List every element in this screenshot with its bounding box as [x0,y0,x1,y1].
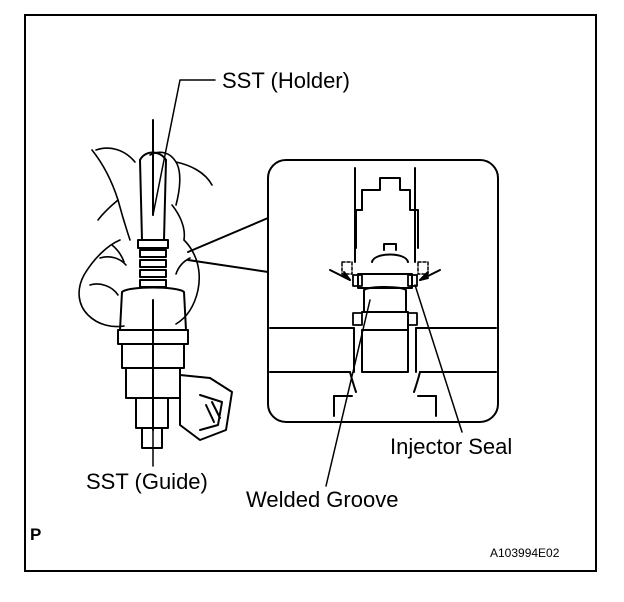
leader-lines [152,79,463,487]
sst-holder-label: SST (Holder) [222,68,350,93]
figure-code: A103994E02 [490,546,560,560]
hands-illustration [78,147,213,328]
welded-groove-label: Welded Groove [246,487,399,512]
detail-cross-section [269,167,497,417]
figure-frame [24,14,597,572]
injector-tool-body [117,119,233,449]
corner-mark: P [30,525,42,544]
sst-guide-label: SST (Guide) [86,469,208,494]
injector-seal-label: Injector Seal [390,434,513,459]
detail-callout [187,159,499,423]
